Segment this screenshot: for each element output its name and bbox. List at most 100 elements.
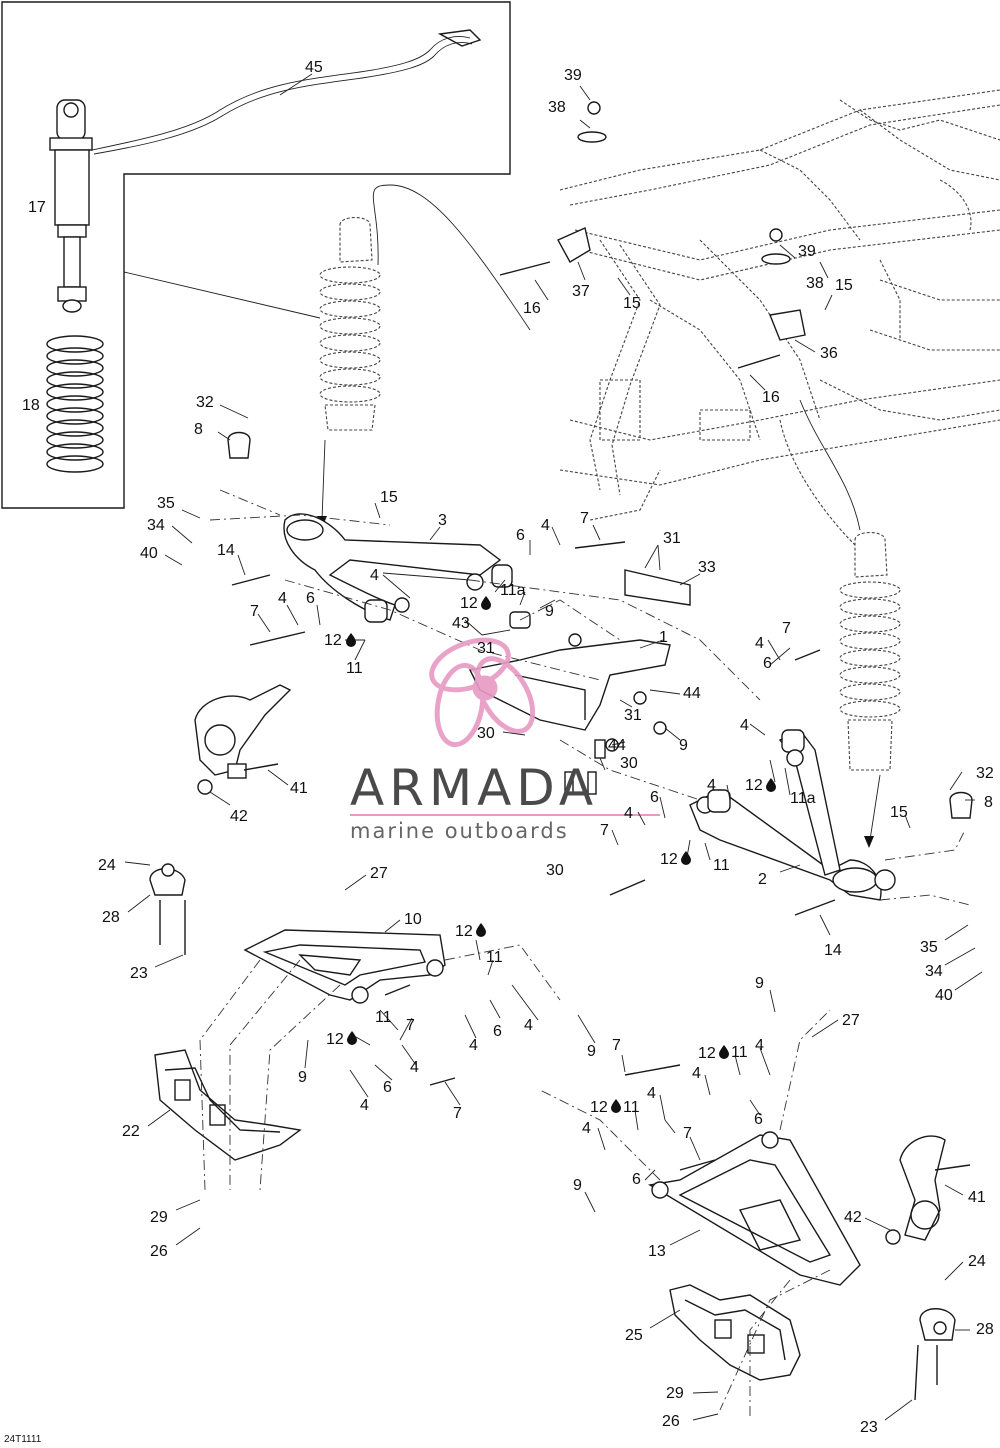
- callout-36: 36: [820, 345, 838, 362]
- callout-4-o: 4: [582, 1120, 591, 1137]
- watermark-brand: ARMADA: [350, 759, 598, 817]
- callout-45: 45: [305, 59, 323, 76]
- oil-drop-icon: [681, 851, 691, 865]
- callout-40-left: 40: [140, 545, 158, 562]
- top-mount-washers: [557, 101, 806, 341]
- callout-6-h: 6: [632, 1171, 641, 1188]
- oil-drop-icon: [481, 596, 491, 610]
- callout-leaders: [124, 73, 983, 1421]
- callout-12-b: 12: [324, 632, 342, 649]
- callout-4-j: 4: [410, 1059, 419, 1076]
- callout-4-d: 4: [755, 635, 764, 652]
- oil-drop-icon: [611, 1099, 621, 1113]
- cable-45: [91, 36, 471, 151]
- callout-11a-right: 11a: [790, 790, 816, 807]
- callout-39-right: 39: [798, 243, 816, 260]
- callout-15-left: 15: [380, 489, 398, 506]
- inset-frame: [1, 1, 511, 509]
- callout-6-c: 6: [763, 655, 772, 672]
- callout-42-right: 42: [844, 1209, 862, 1226]
- oil-drop-icon: [346, 633, 356, 647]
- callout-13: 13: [648, 1243, 666, 1260]
- callout-4-n: 4: [647, 1085, 656, 1102]
- callout-9-d: 9: [298, 1069, 307, 1086]
- skid-plate-25: [669, 1284, 801, 1381]
- callout-28-left: 28: [102, 909, 120, 926]
- callout-7-e: 7: [406, 1017, 415, 1034]
- oil-drop-icon: [347, 1031, 357, 1045]
- left-shock-ghost: [317, 184, 531, 528]
- callout-9-e: 9: [755, 975, 764, 992]
- callout-11-b: 11: [713, 857, 730, 874]
- callout-43: 43: [452, 615, 470, 632]
- callout-6-e: 6: [493, 1023, 502, 1040]
- callout-4-i: 4: [469, 1037, 478, 1054]
- callout-29-right: 29: [666, 1385, 684, 1402]
- callout-7-f: 7: [453, 1105, 462, 1122]
- callout-29-left: 29: [150, 1209, 168, 1226]
- callout-7-d: 7: [600, 822, 609, 839]
- ball-joint-8: [227, 431, 973, 819]
- callout-6-f: 6: [383, 1079, 392, 1096]
- callout-11a-left: 11a: [500, 582, 526, 599]
- shock-absorber-17: [49, 99, 93, 313]
- callout-17: 17: [28, 199, 46, 216]
- center-bracket-1: [468, 569, 691, 795]
- callout-7-b: 7: [250, 603, 259, 620]
- vehicle-frame: [559, 89, 1000, 521]
- oil-drop-icon: [719, 1045, 729, 1059]
- propeller-logo-icon: [429, 637, 536, 748]
- watermark: ARMADA marine outboards: [350, 637, 660, 843]
- callout-15-right: 15: [890, 804, 908, 821]
- callout-11-d: 11: [375, 1009, 392, 1026]
- callout-30-a: 30: [477, 725, 495, 742]
- callout-18: 18: [22, 397, 40, 414]
- callout-4-b: 4: [541, 517, 550, 534]
- callout-34-left: 34: [147, 517, 165, 534]
- callout-44-a: 44: [683, 685, 701, 702]
- callout-6-a: 6: [516, 527, 525, 544]
- oil-drop-icons: [346, 596, 776, 1113]
- callout-4-g: 4: [624, 805, 633, 822]
- callout-41-left: 41: [290, 780, 308, 797]
- callout-31-b: 31: [477, 640, 495, 657]
- callout-16-left: 16: [523, 300, 541, 317]
- callout-31-a: 31: [663, 530, 681, 547]
- callout-39-top: 39: [564, 67, 582, 84]
- callout-15-top: 15: [835, 277, 853, 294]
- callout-38-right: 38: [806, 275, 824, 292]
- callout-14-left: 14: [217, 542, 235, 559]
- callout-40-right: 40: [935, 987, 953, 1004]
- oil-drop-icon: [766, 778, 776, 792]
- loose-bolts: [231, 261, 836, 1171]
- callout-4-k: 4: [360, 1097, 369, 1114]
- callout-12-h: 12: [590, 1099, 608, 1116]
- ball-joint-right-28: [914, 1308, 956, 1401]
- callout-34-right: 34: [925, 963, 943, 980]
- callout-6-d: 6: [650, 789, 659, 806]
- callout-12-a: 12: [460, 595, 478, 612]
- figure-id: 24T1111: [4, 1434, 42, 1445]
- callout-22: 22: [122, 1123, 140, 1140]
- callout-9-c: 9: [587, 1043, 596, 1060]
- callout-23-right: 23: [860, 1419, 878, 1436]
- callout-32-left: 32: [196, 394, 214, 411]
- callout-11-f: 11: [623, 1099, 640, 1116]
- callout-38-top: 38: [548, 99, 566, 116]
- upper-a-arm-left-3: [283, 513, 513, 623]
- callout-8-right: 8: [984, 794, 993, 811]
- callout-10: 10: [404, 911, 422, 928]
- callout-12-f: 12: [326, 1031, 344, 1048]
- callout-23-left: 23: [130, 965, 148, 982]
- callout-1: 1: [659, 629, 668, 646]
- callout-6-g: 6: [754, 1111, 763, 1128]
- callout-25: 25: [625, 1327, 643, 1344]
- callout-7-c: 7: [782, 620, 791, 637]
- watermark-tagline: marine outboards: [350, 819, 569, 843]
- callout-33: 33: [698, 559, 716, 576]
- ball-joint-left-28: [149, 863, 186, 955]
- callout-27-left: 27: [370, 865, 388, 882]
- callout-11-e: 11: [731, 1044, 748, 1061]
- callout-6-b: 6: [306, 590, 315, 607]
- callout-24-left: 24: [98, 857, 116, 874]
